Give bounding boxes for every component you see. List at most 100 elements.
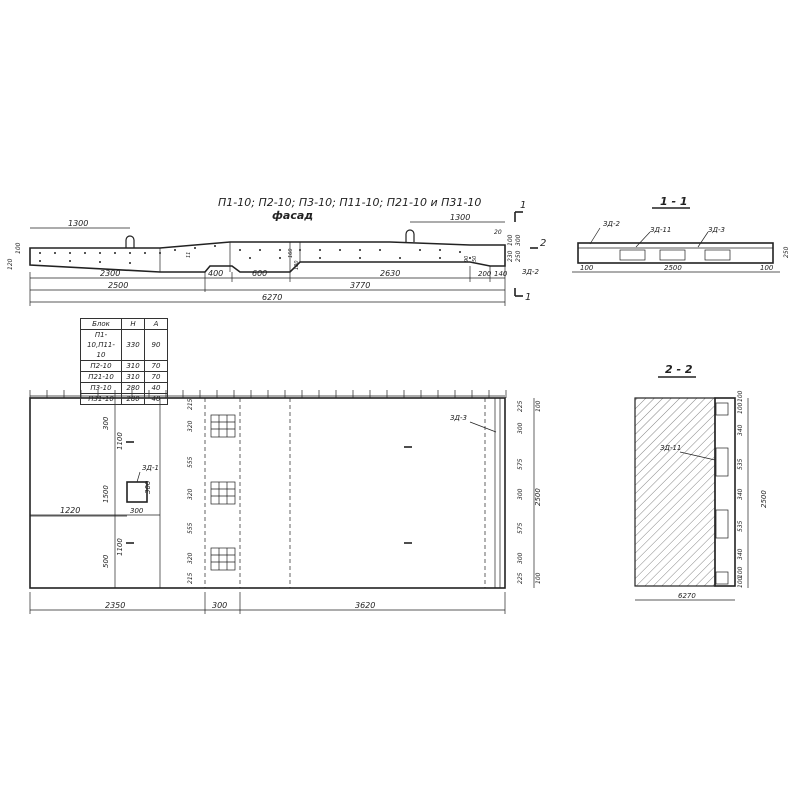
plan-mid-dim-6: 215 <box>187 572 194 584</box>
plan-right-dim-4: 575 <box>517 522 524 534</box>
spec-cell: 280 <box>121 393 145 405</box>
plan-bottom-3620: 3620 <box>355 601 375 610</box>
spec-cell: 330 <box>121 329 145 361</box>
lifting-loop-right <box>405 229 415 242</box>
section-2-dim-0: 100 <box>737 390 744 402</box>
facade-label: фасад <box>272 209 313 222</box>
dim-140: 140 <box>494 270 508 278</box>
section-1-dim-left: 100 <box>580 264 594 272</box>
cut-mark-1-top: 1 <box>520 200 526 211</box>
section-1-label-zd2: ЗД-2 <box>603 220 620 228</box>
beam-outline <box>29 241 506 273</box>
section-2-dim-8: 100 <box>737 576 744 588</box>
section-2-dim-6: 340 <box>737 548 744 560</box>
plan-left-300: 300 <box>102 416 110 430</box>
plan-right-dim-5: 300 <box>517 552 524 564</box>
dim-200: 200 <box>478 270 492 278</box>
spec-cell: 40 <box>144 393 168 405</box>
spec-header-h: Н <box>121 318 145 330</box>
section-1-label-zd3: ЗД-3 <box>708 226 725 234</box>
section-2-bottom: 6270 <box>678 592 696 600</box>
dim-2630: 2630 <box>380 269 400 278</box>
section-2-dim-7: 100 <box>737 566 744 578</box>
section-2-overall: 2500 <box>760 490 768 508</box>
plan-bottom-2350: 2350 <box>105 601 125 610</box>
dim-3770: 3770 <box>350 281 370 290</box>
plan-window-bottom <box>210 547 236 571</box>
spec-cell: 40 <box>144 382 168 394</box>
cut-mark-2: 2 <box>540 238 546 249</box>
facade-view: 1300 1300 2300 400 600 2630 200 140 2500… <box>7 200 546 306</box>
dim-small-90: 90 <box>464 256 470 262</box>
plan-body <box>29 397 506 589</box>
plan-window-top <box>210 414 236 438</box>
plan-window-mid <box>210 481 236 505</box>
plan-mid-dim-4: 555 <box>187 522 194 534</box>
plan-right-dim-6: 225 <box>517 572 524 584</box>
weld-label-zd2: ЗД-2 <box>522 268 539 276</box>
dim-600: 600 <box>252 269 267 278</box>
plan-bottom-300: 300 <box>212 601 227 610</box>
section-1-dim-right: 100 <box>760 264 774 272</box>
plan-mid-dim-0: 215 <box>187 398 194 410</box>
dim-400: 400 <box>208 269 223 278</box>
plan-label-zd1: ЗД-1 <box>142 464 159 472</box>
plan-right-dim-2: 575 <box>517 458 524 470</box>
spec-cell: П3-10 <box>80 382 122 394</box>
dim-small-50: 50 <box>472 256 478 262</box>
section-1-dim-mid: 2500 <box>664 264 682 272</box>
section-2-dim-4: 340 <box>737 488 744 500</box>
section-1-title: 1 - 1 <box>660 195 688 208</box>
plan-inner-300-h: 300 <box>130 507 144 515</box>
section-1-body <box>577 242 774 264</box>
plan-right-dim-0: 225 <box>517 400 524 412</box>
section-2-dim-5: 535 <box>737 520 744 532</box>
dim-small-160: 160 <box>288 248 294 258</box>
plan-mid-dim-5: 320 <box>187 552 194 564</box>
spec-cell: 280 <box>121 382 145 394</box>
spec-cell: П31-10 <box>80 393 122 405</box>
spec-cell: П2-10 <box>80 360 122 372</box>
spec-cell: 70 <box>144 360 168 372</box>
plan-label-zd3: ЗД-3 <box>450 414 467 422</box>
plan-left-500: 500 <box>102 554 110 568</box>
spec-cell: 310 <box>121 371 145 383</box>
section-1-label-zd11: ЗД-11 <box>650 226 671 234</box>
section-2-rib <box>714 397 736 587</box>
dim-small-11: 11 <box>186 252 192 258</box>
dim-2500: 2500 <box>108 281 128 290</box>
spec-header-block: Блок <box>80 318 122 330</box>
spec-cell: П1-10,П11-10 <box>80 329 122 361</box>
spec-cell: 310 <box>121 360 145 372</box>
section-2-dim-2: 340 <box>737 424 744 436</box>
plan-right-dim-3: 300 <box>517 488 524 500</box>
plan-edge-2500: 2500 <box>534 488 542 506</box>
section-2-label: ЗД-11 <box>660 444 681 452</box>
plan-mid-dim-3: 320 <box>187 488 194 500</box>
plan-mid-dim-2: 555 <box>187 456 194 468</box>
section-2-hatched <box>634 397 716 587</box>
dim-small-180: 180 <box>294 260 300 270</box>
dim-left-120: 120 <box>7 258 14 270</box>
dim-top-right: 1300 <box>450 213 470 222</box>
plan-left-1100b: 1100 <box>116 538 124 556</box>
dim-top-left: 1300 <box>68 219 88 228</box>
spec-cell: 70 <box>144 371 168 383</box>
cut-mark-1-bottom: 1 <box>525 292 531 303</box>
dim-right-20: 20 <box>494 229 502 236</box>
spec-cell: 90 <box>144 329 168 361</box>
plan-left-1500: 1500 <box>102 485 110 503</box>
facade-holes <box>39 245 471 264</box>
plan-inner-300-v: 300 <box>144 480 152 494</box>
plan-view: ЗД-1 ЗД-3 300 1100 1500 500 1100 300 122… <box>29 390 542 614</box>
dim-2300: 2300 <box>100 269 120 278</box>
plan-edge-100-top: 100 <box>535 400 542 412</box>
spec-header-a: А <box>144 318 168 330</box>
dim-right-250: 250 <box>515 250 522 262</box>
